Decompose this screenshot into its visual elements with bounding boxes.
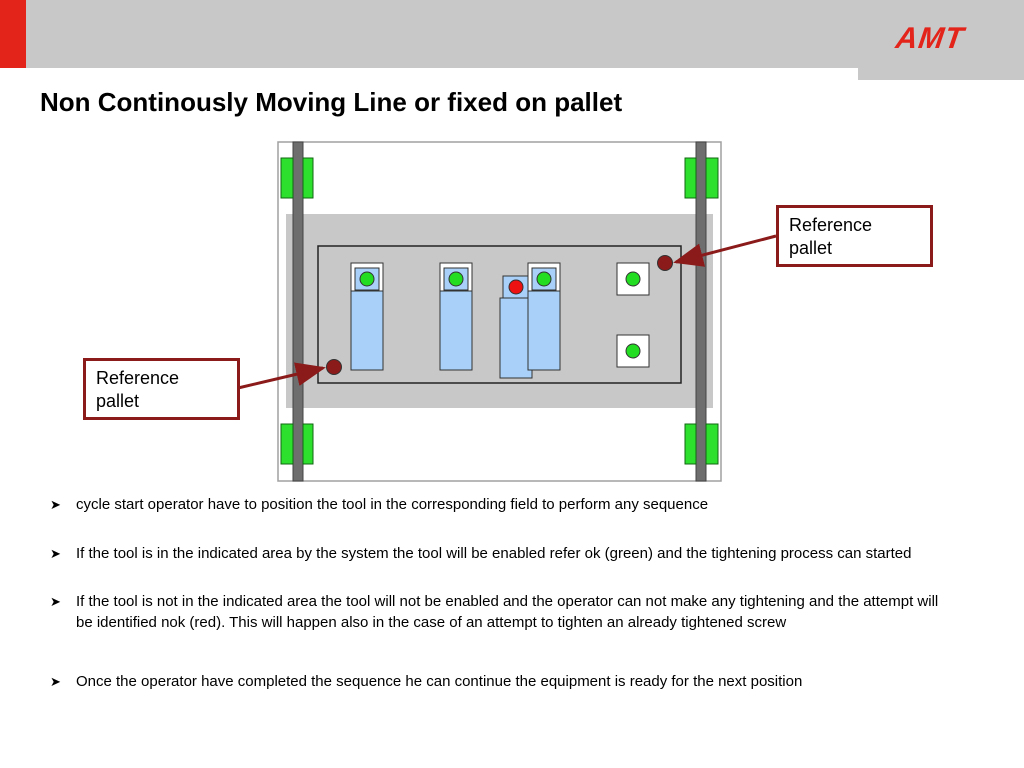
callout-line-2: pallet bbox=[96, 391, 140, 411]
clamp-top-right-b bbox=[705, 157, 719, 199]
bullet-text: Once the operator have completed the seq… bbox=[76, 673, 803, 690]
clamp-top-left-a bbox=[280, 157, 294, 199]
clamp-bottom-right-a bbox=[684, 423, 697, 465]
clamps bbox=[280, 157, 719, 465]
callout-arrow-left bbox=[237, 362, 326, 390]
status-ok-indicator bbox=[625, 343, 641, 359]
rail-right bbox=[695, 141, 707, 482]
screw-position-2 bbox=[616, 334, 650, 368]
tool-1 bbox=[350, 262, 384, 371]
clamp-bottom-right-b bbox=[705, 423, 719, 465]
clamp-bottom-left-a bbox=[280, 423, 294, 465]
header-accent bbox=[0, 0, 26, 68]
arrow-bullet-icon: ➤ bbox=[50, 546, 61, 561]
arrow-bullet-icon: ➤ bbox=[50, 594, 61, 609]
bullet-text: cycle start operator have to position th… bbox=[76, 496, 709, 513]
status-nok-indicator bbox=[508, 279, 524, 295]
reference-point-left bbox=[326, 359, 342, 375]
arrow-bullet-icon: ➤ bbox=[50, 497, 61, 512]
status-ok-indicator bbox=[448, 271, 464, 287]
callout-line-1: Reference bbox=[96, 368, 180, 388]
status-ok-indicator bbox=[359, 271, 375, 287]
status-ok-indicator bbox=[536, 271, 552, 287]
bullet-text: If the tool is not in the indicated area… bbox=[76, 593, 939, 631]
tool-4 bbox=[527, 262, 561, 371]
screw-position-1 bbox=[616, 262, 650, 296]
clamp-top-left-b bbox=[302, 157, 314, 199]
callout-reference-pallet-left: Reference pallet bbox=[83, 358, 240, 420]
tool-2 bbox=[439, 262, 473, 371]
page-title: Non Continously Moving Line or fixed on … bbox=[40, 87, 623, 117]
logo-notch bbox=[858, 68, 1024, 80]
tool-3 bbox=[499, 275, 533, 379]
callout-reference-pallet-right: Reference pallet bbox=[776, 205, 933, 267]
reference-point-right bbox=[657, 255, 673, 271]
callout-line-2: pallet bbox=[789, 238, 833, 258]
bullet-text: If the tool is in the indicated area by … bbox=[76, 545, 912, 562]
callout-line-1: Reference bbox=[789, 215, 873, 235]
rail-left bbox=[292, 141, 304, 482]
callout-arrow-right bbox=[673, 234, 777, 267]
header-bar bbox=[0, 0, 1024, 68]
arrow-bullet-icon: ➤ bbox=[50, 674, 61, 689]
status-ok-indicator bbox=[625, 271, 641, 287]
clamp-top-right-a bbox=[684, 157, 697, 199]
clamp-bottom-left-b bbox=[302, 423, 314, 465]
